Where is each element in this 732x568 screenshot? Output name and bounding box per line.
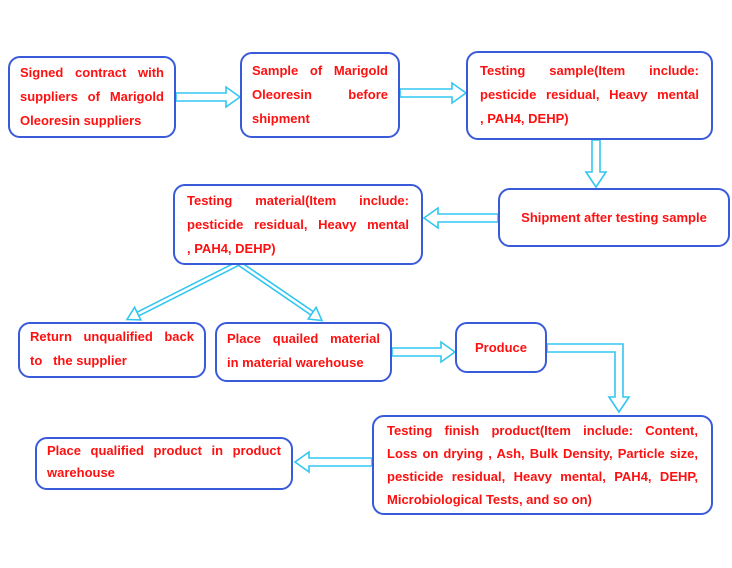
- text-line: in material warehouse: [227, 355, 364, 370]
- text-line: shipment: [252, 111, 310, 126]
- flow-box-testing-finish-product: Testing finish product(Item include: Con…: [372, 415, 713, 515]
- text-line: warehouse: [47, 465, 115, 480]
- text-line: pesticide residual, Heavy mental, PAH4, …: [387, 469, 698, 484]
- text-line: Testing finish product(Item include: Con…: [387, 423, 698, 438]
- flow-box-place-product-warehouse: Place qualified product in product wareho…: [35, 437, 293, 490]
- text-line: pesticide residual, Heavy mental: [480, 87, 699, 102]
- text-line: Oleoresin suppliers: [20, 113, 142, 128]
- arrow-testing-material-to-place-material-head: [306, 305, 324, 322]
- text-line: Place quailed material: [227, 331, 380, 346]
- text-line: Shipment after testing sample: [521, 209, 707, 225]
- flow-box-produce: Produce: [455, 322, 547, 373]
- text-line: pesticide residual, Heavy mental: [187, 217, 409, 232]
- arrow-testing-finish-to-place-product: [293, 450, 373, 474]
- text-line: Testing material(Item include:: [187, 193, 409, 208]
- flow-box-shipment-after-testing: Shipment after testing sample: [498, 188, 730, 247]
- arrow-testing-sample-to-shipment: [584, 139, 608, 189]
- flow-box-signed-contract: Signed contract with suppliers of Marigol…: [8, 56, 176, 138]
- flow-box-testing-material: Testing material(Item include: pesticide …: [173, 184, 423, 265]
- arrow-signed-contract-to-sample: [175, 85, 242, 109]
- flow-box-testing-sample: Testing sample(Item include: pesticide re…: [466, 51, 713, 140]
- arrow-place-material-to-produce: [391, 340, 457, 364]
- arrow-produce-to-testing-finish: [546, 343, 631, 414]
- text-line: Oleoresin before: [252, 87, 388, 102]
- flow-box-return-unqualified: Return unqualified back to the supplier: [18, 322, 206, 378]
- arrow-testing-material-to-return-shaft: [134, 261, 239, 318]
- text-line: Produce: [474, 339, 527, 355]
- text-line: Signed contract with: [20, 65, 164, 80]
- text-line: Testing sample(Item include:: [480, 63, 699, 78]
- text-line: , PAH4, DEHP): [480, 111, 569, 126]
- arrow-testing-material-to-return-head: [125, 305, 143, 321]
- text-line: Sample of Marigold: [252, 63, 388, 78]
- flow-box-place-material-warehouse: Place quailed material in material wareho…: [215, 322, 392, 382]
- arrow-sample-to-testing-sample: [399, 81, 468, 105]
- text-line: , PAH4, DEHP): [187, 241, 276, 256]
- text-line: suppliers of Marigold: [20, 89, 164, 104]
- text-line: Return unqualified back: [30, 329, 194, 344]
- arrow-shipment-to-testing-material: [422, 206, 499, 230]
- arrow-testing-material-to-place-material-shaft: [237, 261, 317, 318]
- text-line: Place qualified product in product: [47, 443, 281, 458]
- text-line: Loss on drying , Ash, Bulk Density, Part…: [387, 446, 698, 461]
- text-line: to the supplier: [30, 353, 127, 368]
- text-line: Microbiological Tests, and so on): [387, 492, 592, 507]
